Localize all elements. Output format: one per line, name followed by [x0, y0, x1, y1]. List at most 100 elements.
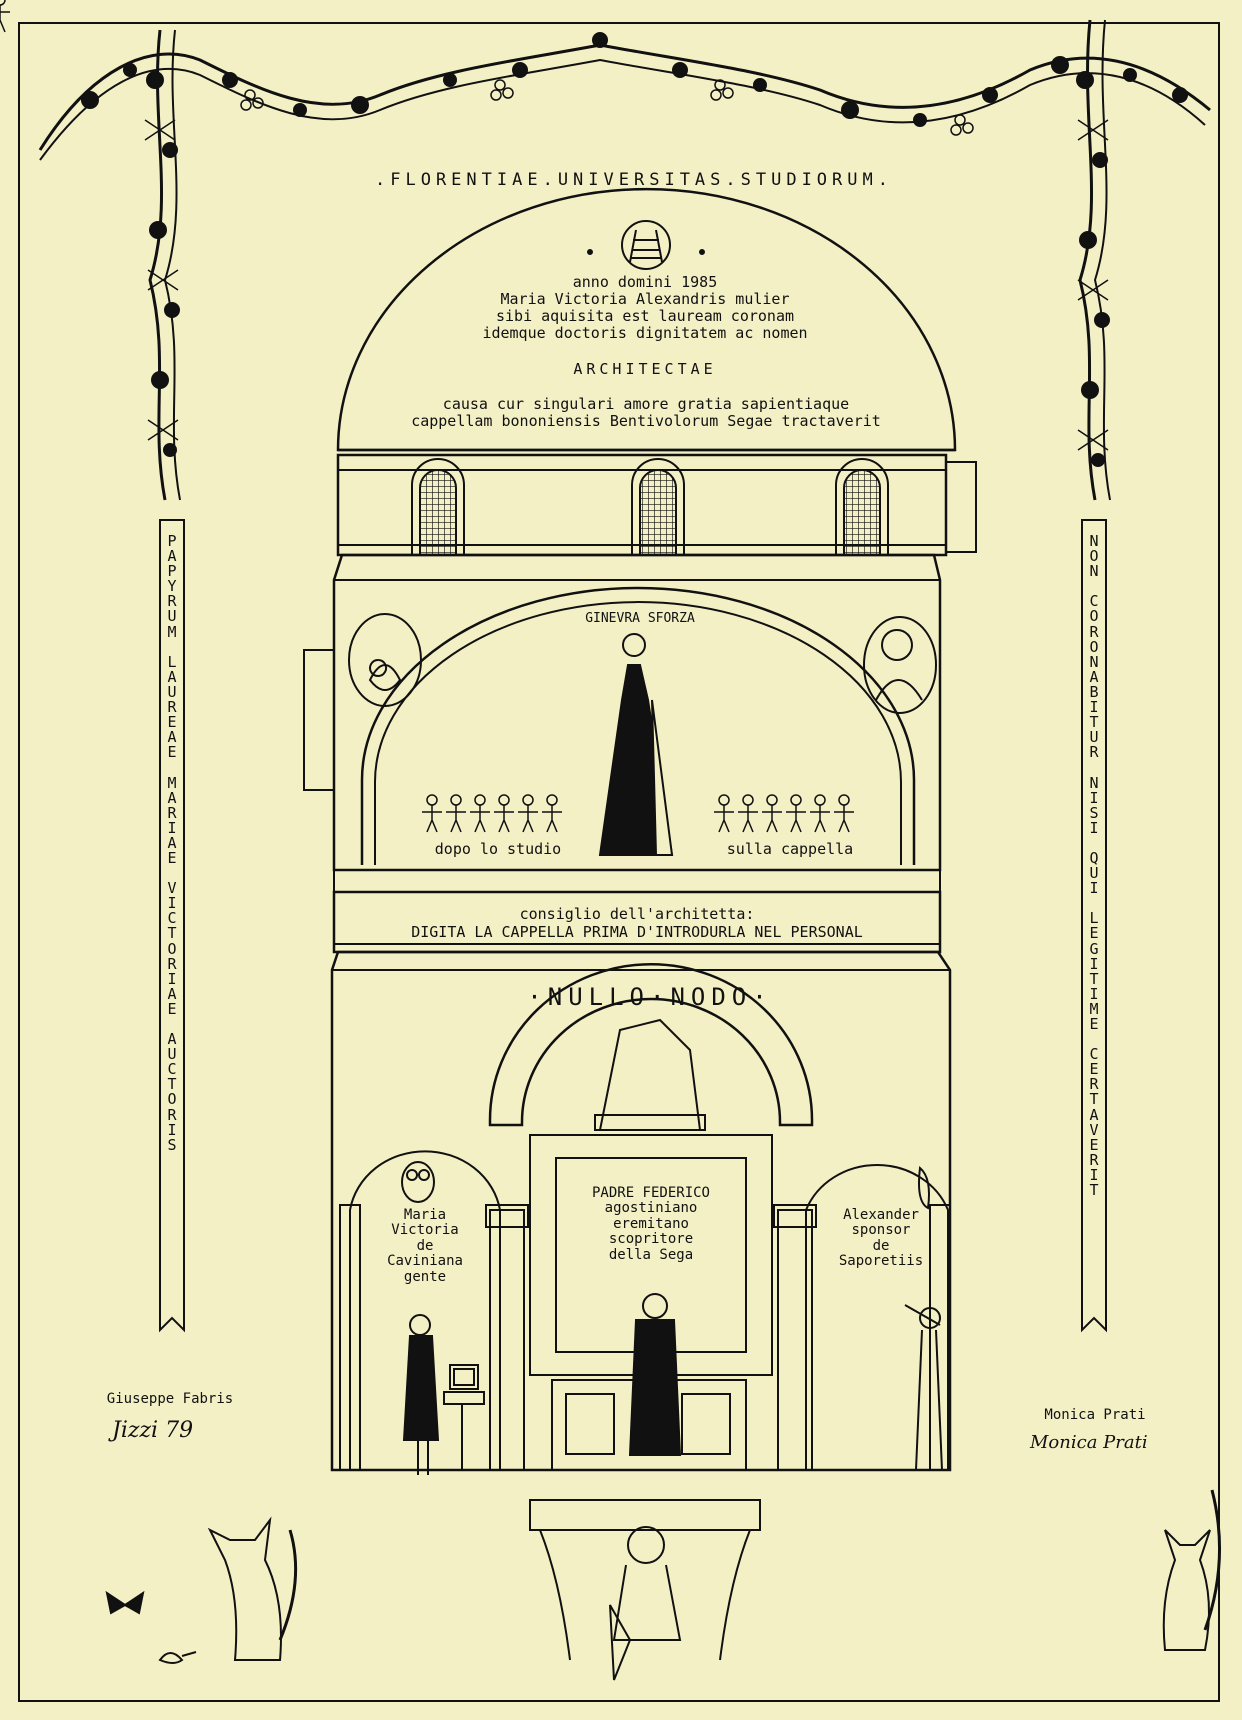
banner-letter: I [167, 894, 177, 913]
right-medallion [863, 616, 937, 714]
cause-line-1: causa cur singulari amore gratia sapient… [442, 395, 850, 413]
cat-icon [207, 1516, 298, 1661]
banner-letter: I [1089, 984, 1099, 1003]
banner-letter: I [167, 969, 177, 988]
padre-federico-figure [628, 1293, 682, 1456]
banner-letter: N [1089, 652, 1099, 671]
arch-motto: ·NULLO·NODO· [527, 983, 773, 1011]
maria-victoria-figure [402, 1314, 440, 1475]
ginevra-sforza-label: GINEVRA SFORZA [585, 611, 695, 626]
center-lower-caption: PADRE FEDERICO agostiniano eremitano sco… [591, 1185, 710, 1263]
banner-letter: T [167, 924, 177, 943]
banner-letter: N [1089, 773, 1099, 792]
cat-icon [1162, 1489, 1221, 1651]
banner-letter: A [167, 667, 177, 686]
banner-letter: R [1089, 743, 1099, 762]
banner-letter: P [167, 532, 177, 550]
right-lower-caption: Alexander sponsor de Saporetiis [838, 1207, 924, 1270]
banner-letter: R [1089, 1075, 1099, 1094]
right-signature: Monica Prati [1030, 1432, 1148, 1453]
banner-letter: C [167, 909, 177, 928]
banner-letter: A [167, 833, 177, 852]
dome-outline [336, 187, 957, 452]
bird-icon [158, 1651, 197, 1664]
banner-letter: G [1089, 939, 1099, 958]
left-signature: Jizzi 79 [112, 1418, 194, 1443]
nullo-nodo-arch [488, 962, 814, 1127]
banner-letter: A [167, 728, 177, 747]
banner-letter: S [167, 1135, 177, 1154]
left-lower-caption: Maria Victoria de Caviniana gente [387, 1207, 463, 1285]
banner-letter: U [167, 1045, 177, 1064]
advice-text: DIGITA LA CAPPELLA PRIMA D'INTRODURLA NE… [411, 923, 863, 941]
banner-letter: O [1089, 547, 1099, 566]
butterfly-icon [105, 1590, 145, 1615]
banner-letter: N [1089, 532, 1099, 550]
banner-letter: O [1089, 607, 1099, 626]
banner-letter: U [167, 607, 177, 626]
banner-letter: R [167, 803, 177, 822]
right-banner-ribbon [1081, 519, 1107, 1333]
banner-letter: O [167, 939, 177, 958]
banner-letter: V [1089, 1120, 1099, 1139]
banner-letter: U [1089, 864, 1099, 883]
banner-letter: E [1089, 1135, 1099, 1154]
banner-letter: V [167, 879, 177, 898]
banner-letter: Y [167, 577, 177, 596]
banner-letter: A [1089, 1105, 1099, 1124]
banner-letter: I [167, 818, 177, 837]
left-signatory-name: Giuseppe Fabris [106, 1391, 234, 1407]
advice-title: consiglio dell'architetta: [519, 905, 755, 923]
banner-letter: E [167, 999, 177, 1018]
banner-letter: L [1089, 909, 1099, 928]
dome-line-4: idemque doctoris dignitatem ac nomen [482, 324, 808, 342]
banner-letter: R [1089, 1150, 1099, 1169]
dome-line-3: sibi aquisita est lauream coronam [495, 307, 794, 325]
banner-letter: I [1089, 818, 1099, 837]
banner-letter: M [167, 622, 177, 641]
banner-letter: I [1089, 788, 1099, 807]
dome-line-2: Maria Victoria Alexandris mulier [500, 290, 790, 308]
banner-letter: B [1089, 682, 1099, 701]
ladder-emblem-icon [621, 220, 671, 270]
banner-letter: T [167, 1075, 177, 1094]
banner-letter: E [1089, 1015, 1099, 1033]
lunette-arch [360, 586, 916, 865]
banner-letter: I [1089, 698, 1099, 717]
degree-title: ARCHITECTAE [573, 360, 717, 378]
banner-letter: C [1089, 592, 1099, 611]
alexander-figure [904, 1304, 943, 1471]
banner-letter: A [167, 547, 177, 566]
banner-letter: T [1089, 1090, 1099, 1109]
banner-letter: T [1089, 1181, 1099, 1200]
bird-icon [918, 1166, 930, 1210]
left-medallion [348, 613, 422, 707]
left-banner-ribbon [159, 519, 185, 1333]
banner-letter: U [167, 682, 177, 701]
banner-letter: A [167, 984, 177, 1003]
banner-letter: I [1089, 954, 1099, 973]
right-signatory-name: Monica Prati [1044, 1407, 1146, 1423]
banner-letter: N [1089, 562, 1099, 581]
banner-letter: O [167, 1090, 177, 1109]
banner-letter: E [167, 743, 177, 762]
banner-letter: P [167, 562, 177, 581]
banner-letter: C [167, 1060, 177, 1079]
banner-letter: U [1089, 728, 1099, 747]
banner-letter: S [1089, 803, 1099, 822]
page-border [18, 22, 1220, 1702]
banner-letter: A [167, 1030, 177, 1049]
banner-letter: E [167, 848, 177, 867]
owl-icon [401, 1161, 435, 1203]
banner-letter: E [167, 713, 177, 732]
banner-letter: O [1089, 637, 1099, 656]
computer-icon [443, 1364, 485, 1470]
cause-line-2: cappellam bononiensis Bentivolorum Segae… [411, 412, 881, 430]
banner-letter: A [1089, 667, 1099, 686]
right-lunette-caption: sulla cappella [726, 840, 854, 858]
banner-letter: I [1089, 1165, 1099, 1184]
drum-windows [411, 458, 889, 556]
